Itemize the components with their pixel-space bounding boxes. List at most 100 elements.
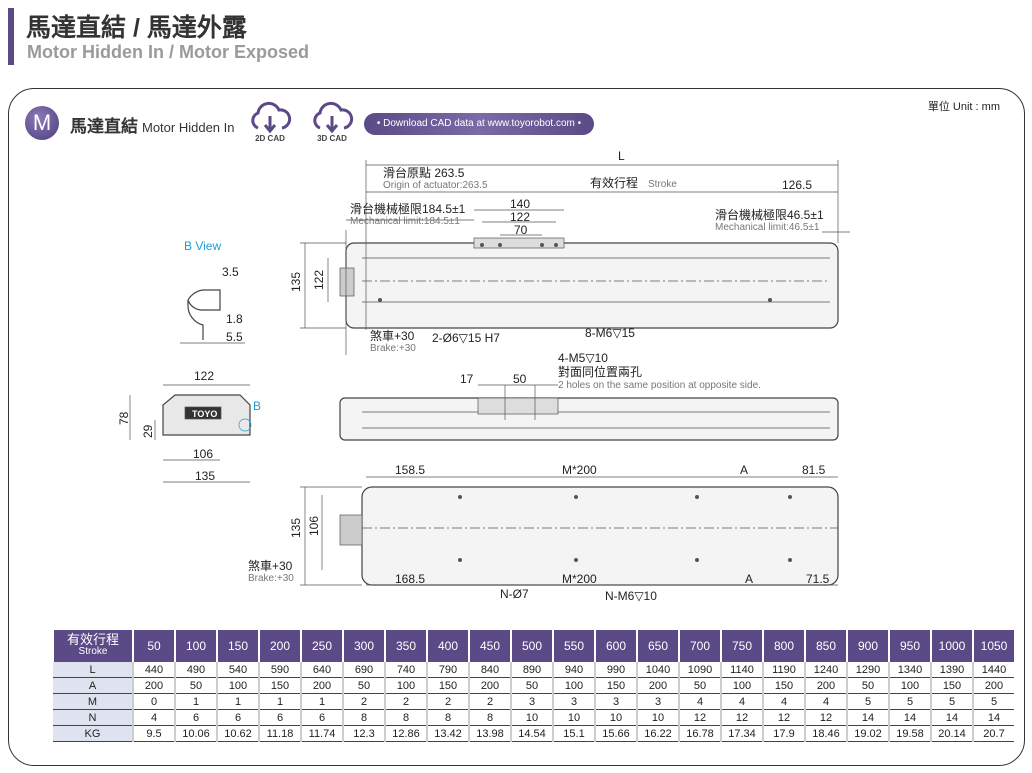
stroke-col-header: 500 <box>510 630 553 662</box>
stroke-col-header: 550 <box>552 630 595 662</box>
dim-17: 17 <box>460 372 474 386</box>
stroke-col-header: 350 <box>384 630 427 662</box>
table-cell: 5 <box>888 693 931 710</box>
table-cell: 15.1 <box>552 725 595 742</box>
table-cell: 1140 <box>720 662 763 678</box>
dim-140: 140 <box>510 197 530 211</box>
table-cell: 13.42 <box>426 725 469 742</box>
stroke-col-header: 300 <box>342 630 385 662</box>
table-cell: 10 <box>510 709 553 726</box>
m5-note: 4-M5▽10 <box>558 351 608 365</box>
row-label: KG <box>53 725 133 742</box>
table-cell: 5 <box>972 693 1014 710</box>
dim-50: 50 <box>513 372 527 386</box>
table-cell: 15.66 <box>594 725 637 742</box>
table-cell: 50 <box>174 677 217 694</box>
dim-bottom-106: 106 <box>307 516 321 536</box>
dim-front-122: 122 <box>194 369 214 383</box>
table-cell: 4 <box>132 709 175 726</box>
dim-m200-bottom: M*200 <box>562 572 597 586</box>
table-cell: 990 <box>594 662 637 678</box>
brake-note-2-en: Brake:+30 <box>248 573 294 584</box>
stroke-col-header: 50 <box>132 630 175 662</box>
table-cell: 6 <box>258 709 301 726</box>
table-cell: 11.74 <box>300 725 343 742</box>
table-cell: 200 <box>972 677 1014 694</box>
table-cell: 150 <box>426 677 469 694</box>
dim-1-8: 1.8 <box>226 312 243 326</box>
table-cell: 1 <box>216 693 259 710</box>
table-cell: 14 <box>846 709 889 726</box>
table-cell: 490 <box>174 662 217 678</box>
dim-mech-left-en: Mechanical limit:184.5±1 <box>350 216 460 227</box>
dim-stroke-en: Stroke <box>648 179 677 190</box>
dim-A-top: A <box>740 463 748 477</box>
dim-106: 106 <box>193 447 213 461</box>
dim-mech-right: 滑台機械極限46.5±1 <box>715 207 824 222</box>
stroke-col-header: 600 <box>594 630 637 662</box>
stroke-header-en: Stroke <box>78 646 108 657</box>
stroke-col-header: 950 <box>888 630 931 662</box>
stroke-col-header: 150 <box>216 630 259 662</box>
cad-3d-button[interactable]: 3D CAD <box>310 100 354 143</box>
accent-bar <box>8 8 14 65</box>
dim-70: 70 <box>514 223 528 237</box>
table-cell: 3 <box>510 693 553 710</box>
table-cell: 4 <box>678 693 721 710</box>
row-label: A <box>53 677 133 694</box>
dim-bottom-135: 135 <box>289 518 303 538</box>
table-cell: 16.78 <box>678 725 721 742</box>
brake-note-en: Brake:+30 <box>370 343 416 354</box>
dim-135: 135 <box>289 272 303 292</box>
table-cell: 19.58 <box>888 725 931 742</box>
table-cell: 2 <box>468 693 511 710</box>
table-cell: 1440 <box>972 662 1014 678</box>
cad-2d-label: 2D CAD <box>255 134 285 143</box>
stroke-col-header: 800 <box>762 630 805 662</box>
b-view-label: B View <box>184 239 221 253</box>
n-hole-note: N-Ø7 <box>500 587 529 601</box>
table-cell: 2 <box>384 693 427 710</box>
table-cell: 14 <box>930 709 973 726</box>
table-cell: 150 <box>762 677 805 694</box>
table-cell: 3 <box>552 693 595 710</box>
stroke-col-header: 700 <box>678 630 721 662</box>
page-title: 馬達直結 / 馬達外露 <box>26 14 247 42</box>
table-cell: 100 <box>216 677 259 694</box>
table-cell: 14 <box>888 709 931 726</box>
table-cell: 50 <box>846 677 889 694</box>
dim-122: 122 <box>510 210 530 224</box>
table-cell: 16.22 <box>636 725 679 742</box>
dim-origin-en: Origin of actuator:263.5 <box>383 180 488 191</box>
dim-126-5: 126.5 <box>782 178 812 192</box>
dim-81-5: 81.5 <box>802 463 826 477</box>
table-cell: 3 <box>594 693 637 710</box>
dim-78: 78 <box>117 411 131 425</box>
table-cell: 0 <box>132 693 175 710</box>
table-cell: 17.34 <box>720 725 763 742</box>
table-cell: 1 <box>300 693 343 710</box>
section-title-zh: 馬達直結 <box>70 117 138 136</box>
table-cell: 840 <box>468 662 511 678</box>
table-cell: 790 <box>426 662 469 678</box>
page-subtitle: Motor Hidden In / Motor Exposed <box>27 42 309 62</box>
dim-29: 29 <box>141 424 155 438</box>
table-cell: 200 <box>132 677 175 694</box>
table-cell: 13.98 <box>468 725 511 742</box>
toyo-logo: TOYO <box>192 409 217 419</box>
table-cell: 17.9 <box>762 725 805 742</box>
download-cad-link[interactable]: • Download CAD data at www.toyorobot.com… <box>364 113 594 135</box>
stroke-col-header: 400 <box>426 630 469 662</box>
holes-note-2: 8-M6▽15 <box>585 326 635 340</box>
table-cell: 6 <box>174 709 217 726</box>
cad-2d-button[interactable]: 2D CAD <box>248 100 292 143</box>
table-cell: 1190 <box>762 662 805 678</box>
table-cell: 690 <box>342 662 385 678</box>
actuator-bottom-view <box>361 486 839 586</box>
stroke-col-header: 750 <box>720 630 763 662</box>
stroke-col-header: 100 <box>174 630 217 662</box>
table-cell: 8 <box>468 709 511 726</box>
table-cell: 1290 <box>846 662 889 678</box>
